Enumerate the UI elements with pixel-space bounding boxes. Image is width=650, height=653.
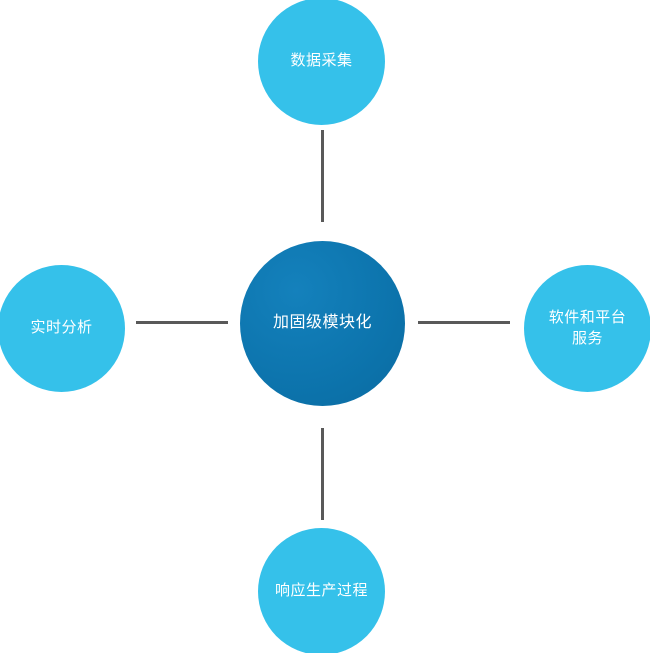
node-production-process-response-label: 响应生产过程: [274, 582, 368, 600]
node-production-process-response[interactable]: 响应生产过程: [258, 528, 385, 653]
connector-center-to-right: [418, 321, 510, 324]
node-data-collection[interactable]: 数据采集: [258, 0, 385, 125]
node-software-and-platform-services[interactable]: 软件和平台 服务: [524, 265, 650, 392]
connector-center-to-bottom: [321, 428, 324, 520]
connector-center-to-left: [136, 321, 228, 324]
node-realtime-analysis-label: 实时分析: [30, 319, 93, 337]
node-center-label: 加固级模块化: [272, 314, 372, 332]
connector-center-to-top: [321, 130, 324, 222]
node-center-hardened-modularization[interactable]: 加固级模块化: [240, 241, 405, 406]
node-data-collection-label: 数据采集: [290, 52, 353, 70]
node-realtime-analysis[interactable]: 实时分析: [0, 265, 125, 392]
node-software-and-platform-services-label: 软件和平台 服务: [548, 308, 627, 347]
